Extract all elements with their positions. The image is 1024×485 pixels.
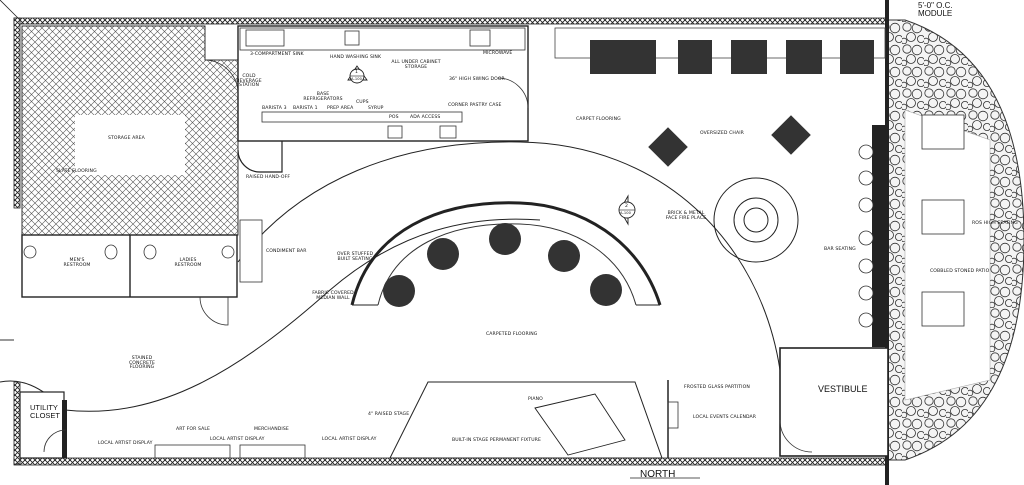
oversized-chair-label: OVERSIZED CHAIR [700, 131, 744, 136]
carpet-label: CARPET FLOORING [576, 117, 621, 122]
section-marker-1 [347, 65, 368, 84]
syrup-label: SYRUP [368, 106, 384, 111]
section-2-sheet: A-100 [620, 211, 632, 215]
section-2-number: 2 [625, 204, 629, 209]
merchandise-label: MERCHANDISE [254, 427, 289, 432]
stained-concrete-label: STAINED CONCRETE FLOORING [128, 356, 156, 371]
section-1-number: 1 [355, 70, 359, 75]
built-in-stage-label: BUILT-IN STAGE PERMANENT FIXTURE [452, 438, 541, 443]
ladies-label: LADIES RESTROOM [174, 258, 202, 268]
cold-beverage-label: COLD BEVERAGE STATION [236, 74, 262, 89]
storage-label: STORAGE AREA [108, 136, 145, 141]
corner-pastry-label: CORNER PASTRY CASE [448, 103, 502, 108]
booth-seating-row [554, 27, 886, 74]
ros-high-seating-label: ROS HIGH SEATING [972, 221, 1018, 226]
carpeted-label: CARPETED FLOORING [486, 332, 538, 337]
fire-place [713, 177, 799, 263]
frosted-glass-label: FROSTED GLASS PARTITION [684, 385, 750, 390]
curved-lower-wall [64, 218, 541, 412]
pos-label: POS [389, 115, 399, 120]
exterior-walls [0, 0, 889, 485]
built-seating-arc [350, 201, 662, 307]
local-artist-label-2: LOCAL ARTIST DISPLAY [210, 437, 265, 442]
local-artist-label-1: LOCAL ARTIST DISPLAY [98, 441, 153, 446]
slate-label: SLATE FLOORING [56, 169, 97, 174]
three-comp-sink-label: 3-COMPARTMENT SINK [250, 52, 304, 57]
service-counter [204, 25, 529, 173]
utility-closet [19, 391, 67, 459]
barista1-label: BARISTA 1 [293, 106, 318, 111]
raised-hand-off-label: RAISED HAND-OFF [246, 175, 291, 180]
piano-label: PIANO [528, 397, 543, 402]
curved-median-wall [237, 141, 781, 371]
section-1-sheet: A-100 [351, 77, 363, 81]
local-artist-label-3: LOCAL ARTIST DISPLAY [322, 437, 377, 442]
under-cabinet-label: ALL UNDER CABINET STORAGE [391, 60, 441, 70]
raised-stage-label: 4" RAISED STAGE [368, 412, 410, 417]
hand-washing-sink-label: HAND WASHING SINK [330, 55, 382, 60]
fire-place-label: BRICK & METAL FACE FIRE PLACE [665, 211, 707, 221]
base-refrig-label: BASE REFRIGERATORS [303, 92, 343, 102]
section-marker-2 [618, 194, 636, 226]
cobbled-patio-label: COBBLED STONED PATIO [930, 269, 990, 274]
events-calendar-label: LOCAL EVENTS CALENDAR [693, 415, 757, 420]
cups-label: CUPS [356, 100, 369, 105]
bar-seating-label: BAR SEATING [824, 247, 856, 252]
mens-label: MEN'S RESTROOM [63, 258, 91, 268]
square-tables [648, 115, 811, 167]
restrooms [0, 234, 238, 341]
over-stuffed-label: OVER STUFFED BUILT SEATING [336, 252, 374, 262]
stage [389, 381, 663, 459]
swing-door-label: 36" HIGH SWING DOOR [449, 77, 505, 82]
utility-closet-label: UTILITY CLOSET [30, 403, 61, 420]
ada-label: ADA ACCESS [410, 115, 441, 120]
storage-area [21, 25, 239, 236]
bar-stools [858, 144, 874, 328]
prep-label: PREP AREA [327, 106, 354, 111]
vestibule [667, 347, 889, 458]
cobbled-patio [887, 19, 1024, 461]
barista3-label: BARISTA 3 [262, 106, 287, 111]
microwave-label: MICROWAVE [483, 51, 513, 56]
condiment-bar [239, 219, 263, 283]
module-note: 5'-0" O.C. MODULE [918, 1, 953, 18]
south-wall-displays [154, 444, 306, 459]
vestibule-label: VESTIBULE [818, 384, 868, 394]
fabric-wall-label: FABRIC COVERED MEDIAN WALL [312, 291, 354, 301]
condiment-label: CONDIMENT BAR [266, 249, 307, 254]
north-label: NORTH [640, 469, 676, 480]
art-for-sale-label: ART FOR SALE [176, 427, 210, 432]
